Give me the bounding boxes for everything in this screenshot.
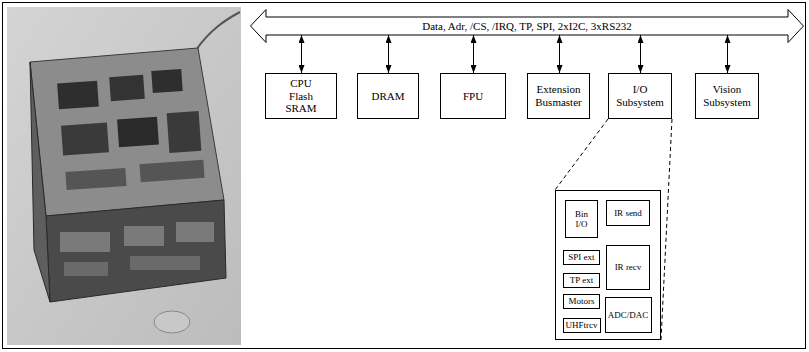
box-label: Extension Busmaster <box>535 83 581 108</box>
chip <box>167 111 202 153</box>
box-label: UHFtrcv <box>566 320 598 330</box>
port <box>130 256 200 270</box>
io-block: IR recv <box>606 245 650 290</box>
box-label: ADC/DAC <box>608 310 649 320</box>
box-label: CPU Flash SRAM <box>285 77 316 115</box>
cable <box>196 12 240 50</box>
chip <box>151 69 182 93</box>
io-module: I/O Subsystem <box>608 73 672 119</box>
box-label: IR recv <box>615 262 642 272</box>
fpu-module: FPU <box>440 73 506 119</box>
box-label: I/O Subsystem <box>616 83 664 108</box>
port <box>124 226 164 246</box>
connector <box>65 168 126 190</box>
board-top <box>30 48 224 216</box>
box-label: SPI ext <box>568 252 594 262</box>
box-label: FPU <box>463 90 483 103</box>
bus-link <box>727 35 728 73</box>
port <box>64 262 108 276</box>
system-bus: Data, Adr, /CS, /IRQ, TP, SPI, 2xI2C, 3x… <box>250 9 804 43</box>
bus-outline <box>251 10 804 43</box>
board-side <box>30 62 50 302</box>
io-block: Bin I/O <box>565 200 598 238</box>
io-block: ADC/DAC <box>605 297 652 333</box>
box-label: Motors <box>568 296 594 306</box>
connector <box>139 160 204 182</box>
board-front <box>46 200 226 302</box>
coin <box>154 311 190 333</box>
box-label: IR send <box>614 208 642 218</box>
dram-module: DRAM <box>357 73 419 119</box>
chip <box>117 117 159 148</box>
bus-link <box>301 35 302 73</box>
bus-signals: Data, Adr, /CS, /IRQ, TP, SPI, 2xI2C, 3x… <box>422 20 632 33</box>
io-block: IR send <box>606 200 650 226</box>
vision-module: Vision Subsystem <box>695 73 759 119</box>
box-label: Bin I/O <box>575 209 588 230</box>
port <box>60 232 110 252</box>
outer-frame <box>3 3 806 349</box>
busmaster-module: Extension Busmaster <box>527 73 590 119</box>
box-label: Vision Subsystem <box>703 83 751 108</box>
bus-link <box>559 35 560 73</box>
io-block: TP ext <box>563 273 600 288</box>
bus-link <box>388 35 389 73</box>
box-label: TP ext <box>570 275 593 285</box>
io-block: Motors <box>563 294 600 309</box>
bus-link <box>473 35 474 73</box>
chip <box>57 81 99 110</box>
chip <box>61 122 109 155</box>
io-block: UHFtrcv <box>563 318 601 333</box>
photo-background <box>7 7 241 345</box>
bus-link <box>640 35 641 73</box>
port <box>176 222 214 242</box>
cpu-module: CPU Flash SRAM <box>265 73 337 119</box>
zoom-lines <box>555 119 672 340</box>
chip <box>109 75 145 101</box>
io-detail-box: Bin I/O IR sendSPI ext IR recv TP extMotors… <box>555 190 661 340</box>
io-block: SPI ext <box>563 250 600 265</box>
box-label: DRAM <box>371 90 404 103</box>
